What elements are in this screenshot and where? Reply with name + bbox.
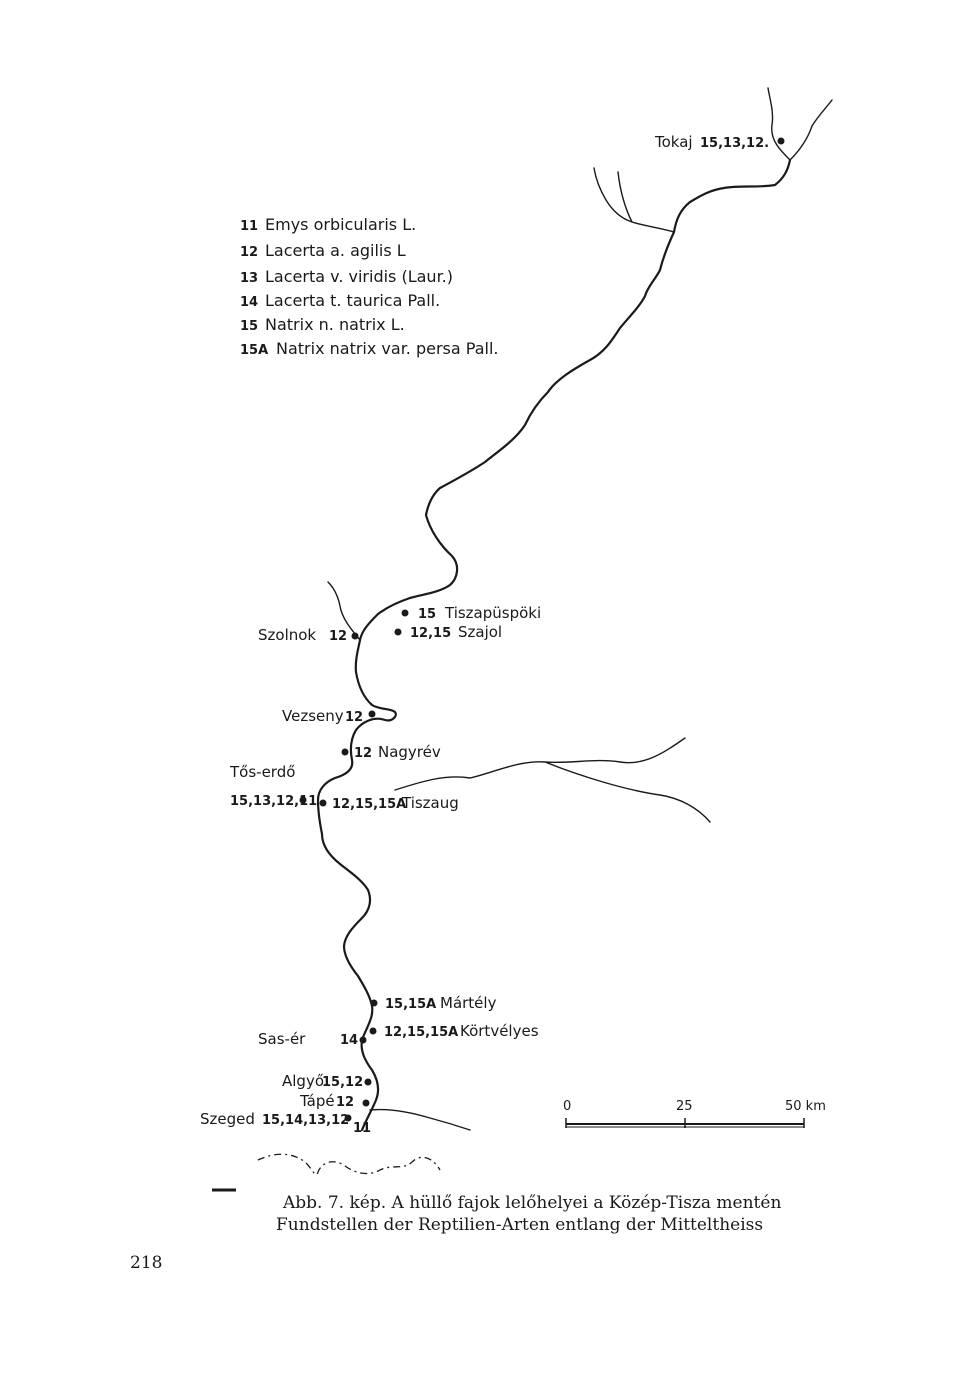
place-kortvelyes-name: Körtvélyes [460,1022,539,1040]
place-szolnok-name: Szolnok [258,626,316,644]
place-sas-er-dot [359,1036,367,1044]
place-algyo: Algyő 15,12 [282,1072,372,1090]
caption-line-1: Abb. 7. kép. A hüllő fajok lelőhelyei a … [282,1193,781,1213]
place-tape-name: Tápé [299,1092,335,1110]
place-nagyrev-codes: 12 [354,746,372,761]
place-martely-name: Mártély [440,994,497,1012]
place-tos-erdo: Tős-erdő 15,13,12,11 [229,763,317,809]
tisza-river [316,158,792,1132]
place-tiszapuspoki: 15 Tiszapüspöki [401,604,541,622]
place-sas-er-codes: 14 [340,1033,358,1048]
place-tiszaug-codes: 12,15,15A [332,797,406,812]
legend-name-11: Emys orbicularis L. [265,215,416,234]
caption-line-2: Fundstellen der Reptilien-Arten entlang … [276,1215,763,1235]
place-martely: 15,15A Mártély [370,994,497,1012]
place-tape: Tápé 12 [299,1092,370,1110]
place-szeged-codes: 15,14,13,12 [262,1113,349,1128]
figure-caption: Abb. 7. kép. A hüllő fajok lelőhelyei a … [276,1193,781,1235]
place-szolnok-codes: 12 [329,629,347,644]
place-szajol-dot [394,628,402,636]
place-nagyrev-name: Nagyrév [378,743,441,761]
place-tokaj-codes: 15,13,12. [700,136,769,151]
koros-river [394,737,711,823]
place-tos-erdo-name: Tős-erdő [229,763,295,781]
place-kortvelyes-dot [369,1027,377,1035]
place-nagyrev-dot [341,748,349,756]
place-tiszaug-name: Tiszaug [401,794,459,812]
sajo-river [593,167,675,233]
legend-name-12: Lacerta a. agilis L [265,241,406,260]
place-algyo-dot [364,1078,372,1086]
scale-bar: 0 25 50 km [563,1099,826,1128]
bodrog-river [767,87,833,161]
place-sas-er: Sas-ér 14 [258,1030,367,1048]
place-sas-er-name: Sas-ér [258,1030,306,1048]
place-szeged-extra-codes: 11 [353,1121,371,1136]
legend-code-14: 14 [240,295,258,310]
place-vezseny-dot [368,710,376,718]
legend-code-15: 15 [240,319,258,334]
zagyva-river [327,581,361,641]
state-border [257,1153,441,1176]
place-vezseny-codes: 12 [345,710,363,725]
place-szeged-dot [344,1114,352,1122]
place-vezseny-name: Vezseny [282,707,344,725]
legend-name-15: Natrix n. natrix L. [265,315,405,334]
scale-tick-0: 0 [563,1099,571,1114]
place-szeged-name: Szeged [200,1110,255,1128]
place-tiszaug-dot [319,799,327,807]
legend-name-13: Lacerta v. viridis (Laur.) [265,267,453,286]
place-tiszapuspoki-codes: 15 [418,607,436,622]
place-szeged: Szeged 15,14,13,12 11 [200,1110,371,1136]
place-tape-dot [362,1099,370,1107]
place-tokaj: Tokaj 15,13,12. [654,133,785,151]
legend-name-14: Lacerta t. taurica Pall. [265,291,440,310]
scale-tick-50: 50 km [785,1099,826,1114]
place-tape-codes: 12 [336,1095,354,1110]
legend-code-11: 11 [240,219,258,234]
legend-code-15A: 15A [240,343,268,358]
place-vezseny: Vezseny 12 [282,707,376,725]
place-algyo-name: Algyő [282,1072,324,1090]
place-martely-codes: 15,15A [385,997,436,1012]
place-tokaj-dot [777,137,785,145]
place-tokaj-name: Tokaj [654,133,693,151]
page-number: 218 [130,1253,162,1273]
place-szolnok-dot [351,632,359,640]
place-szolnok: Szolnok 12 [258,626,359,644]
place-szajol-codes: 12,15 [410,626,451,641]
legend-code-13: 13 [240,271,258,286]
place-tos-erdo-codes: 15,13,12,11 [230,794,317,809]
place-kortvelyes: 12,15,15A Körtvélyes [369,1022,539,1040]
legend-name-15A: Natrix natrix var. persa Pall. [276,339,499,358]
place-algyo-codes: 15,12 [322,1075,363,1090]
place-tiszapuspoki-dot [401,609,409,617]
place-nagyrev: 12 Nagyrév [341,743,441,761]
legend-code-12: 12 [240,245,258,260]
maros-river [369,1108,471,1131]
place-kortvelyes-codes: 12,15,15A [384,1025,458,1040]
place-szajol-name: Szajol [458,623,502,641]
place-szajol: 12,15 Szajol [394,623,502,641]
place-martely-dot [370,999,378,1007]
scale-tick-25: 25 [676,1099,693,1114]
place-tiszapuspoki-name: Tiszapüspöki [444,604,541,622]
place-tos-erdo-dot [299,796,307,804]
place-tiszaug: 12,15,15A Tiszaug [319,794,459,812]
legend: 11 Emys orbicularis L. 12 Lacerta a. agi… [240,215,499,358]
